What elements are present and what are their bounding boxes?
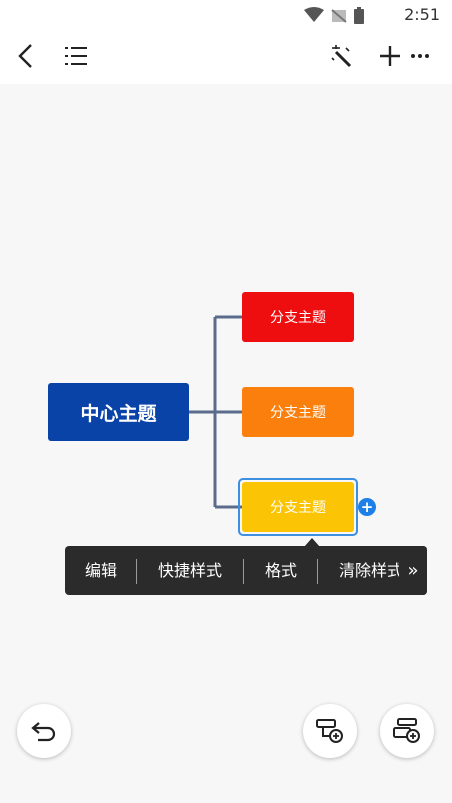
signal-icons <box>304 7 364 24</box>
top-toolbar <box>0 30 452 84</box>
plus-icon <box>380 46 400 66</box>
context-menu-pointer <box>304 538 320 547</box>
wifi-icon <box>304 7 324 22</box>
magic-button[interactable] <box>324 38 360 74</box>
status-time: 2:51 <box>404 5 440 24</box>
branch-topic-node-2[interactable]: 分支主题 <box>242 387 354 437</box>
add-subtopic-button[interactable] <box>303 704 357 758</box>
magic-wand-icon <box>331 45 352 68</box>
list-icon <box>65 47 87 65</box>
status-icons <box>302 6 392 30</box>
undo-icon <box>31 722 56 742</box>
menu-divider <box>317 559 318 584</box>
menu-item-quick-style[interactable]: 快捷样式 <box>158 561 223 580</box>
back-button[interactable] <box>8 38 44 74</box>
branch-topic-node-3[interactable]: 分支主题 <box>242 482 354 532</box>
more-button[interactable] <box>402 38 438 74</box>
add-sibling-button[interactable] <box>380 704 434 758</box>
menu-divider <box>243 559 244 584</box>
menu-item-clear-style[interactable]: 清除样式 <box>339 561 404 580</box>
branch-topic-node-1[interactable]: 分支主题 <box>242 292 354 342</box>
add-sibling-icon <box>393 718 420 743</box>
menu-item-edit[interactable]: 编辑 <box>85 561 118 580</box>
more-horizontal-icon <box>411 54 429 58</box>
menu-item-format[interactable]: 格式 <box>265 561 298 580</box>
outline-button[interactable] <box>58 38 94 74</box>
menu-divider <box>136 559 137 584</box>
battery-icon <box>354 9 364 24</box>
selection-frame <box>238 478 358 536</box>
context-menu: 编辑 快捷样式 格式 清除样式 » <box>65 546 427 595</box>
mindmap-canvas[interactable] <box>0 84 452 803</box>
add-child-button[interactable]: + <box>358 498 376 516</box>
center-topic-node[interactable]: 中心主题 <box>48 383 189 441</box>
add-button[interactable] <box>372 38 408 74</box>
add-subtopic-icon <box>316 719 343 743</box>
undo-button[interactable] <box>17 704 71 758</box>
chevron-left-icon <box>18 44 32 68</box>
menu-more-button[interactable]: » <box>399 546 427 595</box>
status-bar: 2:51 <box>0 0 452 30</box>
